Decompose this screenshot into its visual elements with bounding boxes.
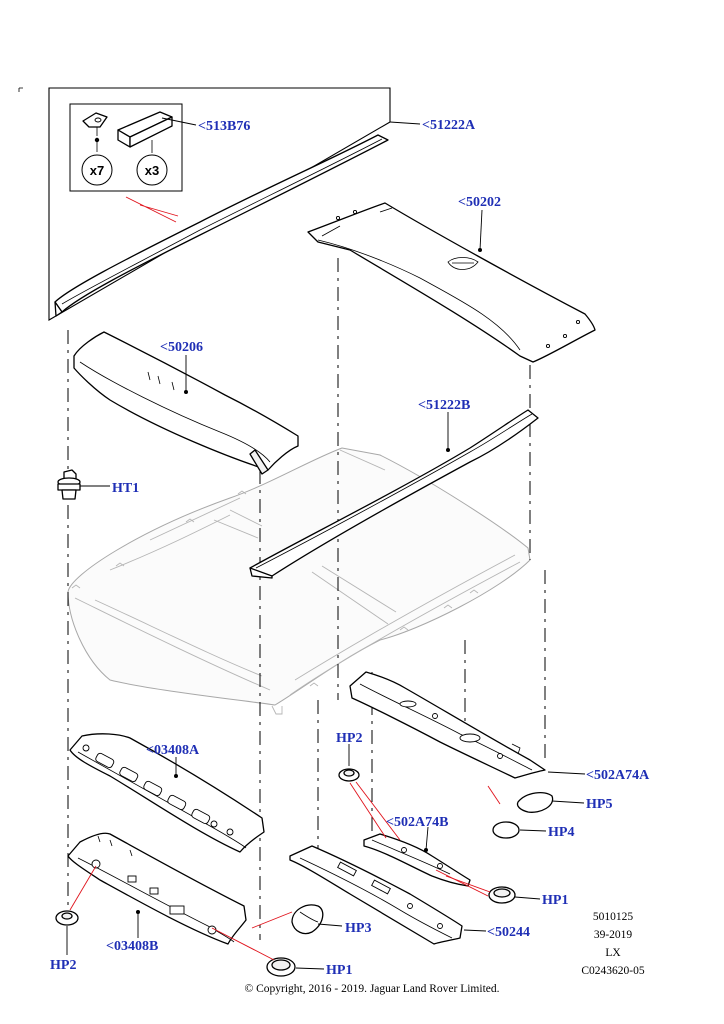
callout-51222b: <51222B xyxy=(418,398,470,413)
red-indicator-lines xyxy=(69,781,501,961)
callout-ht1: HT1 xyxy=(112,481,139,496)
panel-502a74a xyxy=(349,671,546,779)
roof-rail-strip-a xyxy=(54,134,389,317)
leader-lines xyxy=(66,117,586,970)
callout-03408b: <03408B xyxy=(106,939,158,954)
roof-rail-strip-b xyxy=(249,409,539,579)
reference-number: 5010125 xyxy=(593,911,634,923)
roof-body-outline xyxy=(67,447,531,715)
panel-03408b xyxy=(67,832,247,945)
roof-panel-50202 xyxy=(307,202,596,363)
block-quantity: x3 xyxy=(145,163,159,178)
plug-hp1-right xyxy=(488,886,516,904)
callout-hp2-mid: HP2 xyxy=(336,731,362,746)
callout-502a74a: <502A74A xyxy=(586,768,650,783)
callout-hp5: HP5 xyxy=(586,797,612,812)
inset-detail-box: x7 x3 xyxy=(48,87,391,321)
callout-hp4: HP4 xyxy=(548,825,574,840)
callout-50206: <50206 xyxy=(160,340,203,355)
plug-hp2-mid xyxy=(338,768,360,782)
illustration-id: C0243620-05 xyxy=(581,965,645,977)
callout-50202: <50202 xyxy=(458,195,501,210)
crop-mark xyxy=(18,87,23,92)
callout-hp3: HP3 xyxy=(345,921,371,936)
plug-hp3 xyxy=(291,904,324,935)
fastener-ht1 xyxy=(57,469,81,500)
plug-hp1-bottom xyxy=(266,957,296,977)
alignment-lines xyxy=(67,258,546,940)
panel-50244 xyxy=(289,845,463,945)
roof-clip-icon xyxy=(81,112,113,186)
callout-513b76: <513B76 xyxy=(198,119,250,134)
plug-hp4 xyxy=(492,821,520,839)
date-code: 39-2019 xyxy=(594,929,633,941)
callout-03408a: <03408A xyxy=(146,743,200,758)
callout-502a74b: <502A74B xyxy=(386,815,448,830)
copyright-notice: © Copyright, 2016 - 2019. Jaguar Land Ro… xyxy=(245,983,500,995)
model-code: LX xyxy=(605,947,621,959)
front-header-50206 xyxy=(73,331,299,475)
panel-03408a xyxy=(69,733,265,853)
plug-hp5 xyxy=(516,791,554,813)
spacer-block-icon xyxy=(117,111,173,186)
callout-hp2-left: HP2 xyxy=(50,958,76,973)
plug-hp2-left xyxy=(55,910,79,926)
clip-quantity: x7 xyxy=(90,163,104,178)
callout-51222a: <51222A xyxy=(422,118,476,133)
callout-50244: <50244 xyxy=(487,925,530,940)
callout-hp1-right: HP1 xyxy=(542,893,568,908)
callout-hp1-bottom: HP1 xyxy=(326,963,352,978)
